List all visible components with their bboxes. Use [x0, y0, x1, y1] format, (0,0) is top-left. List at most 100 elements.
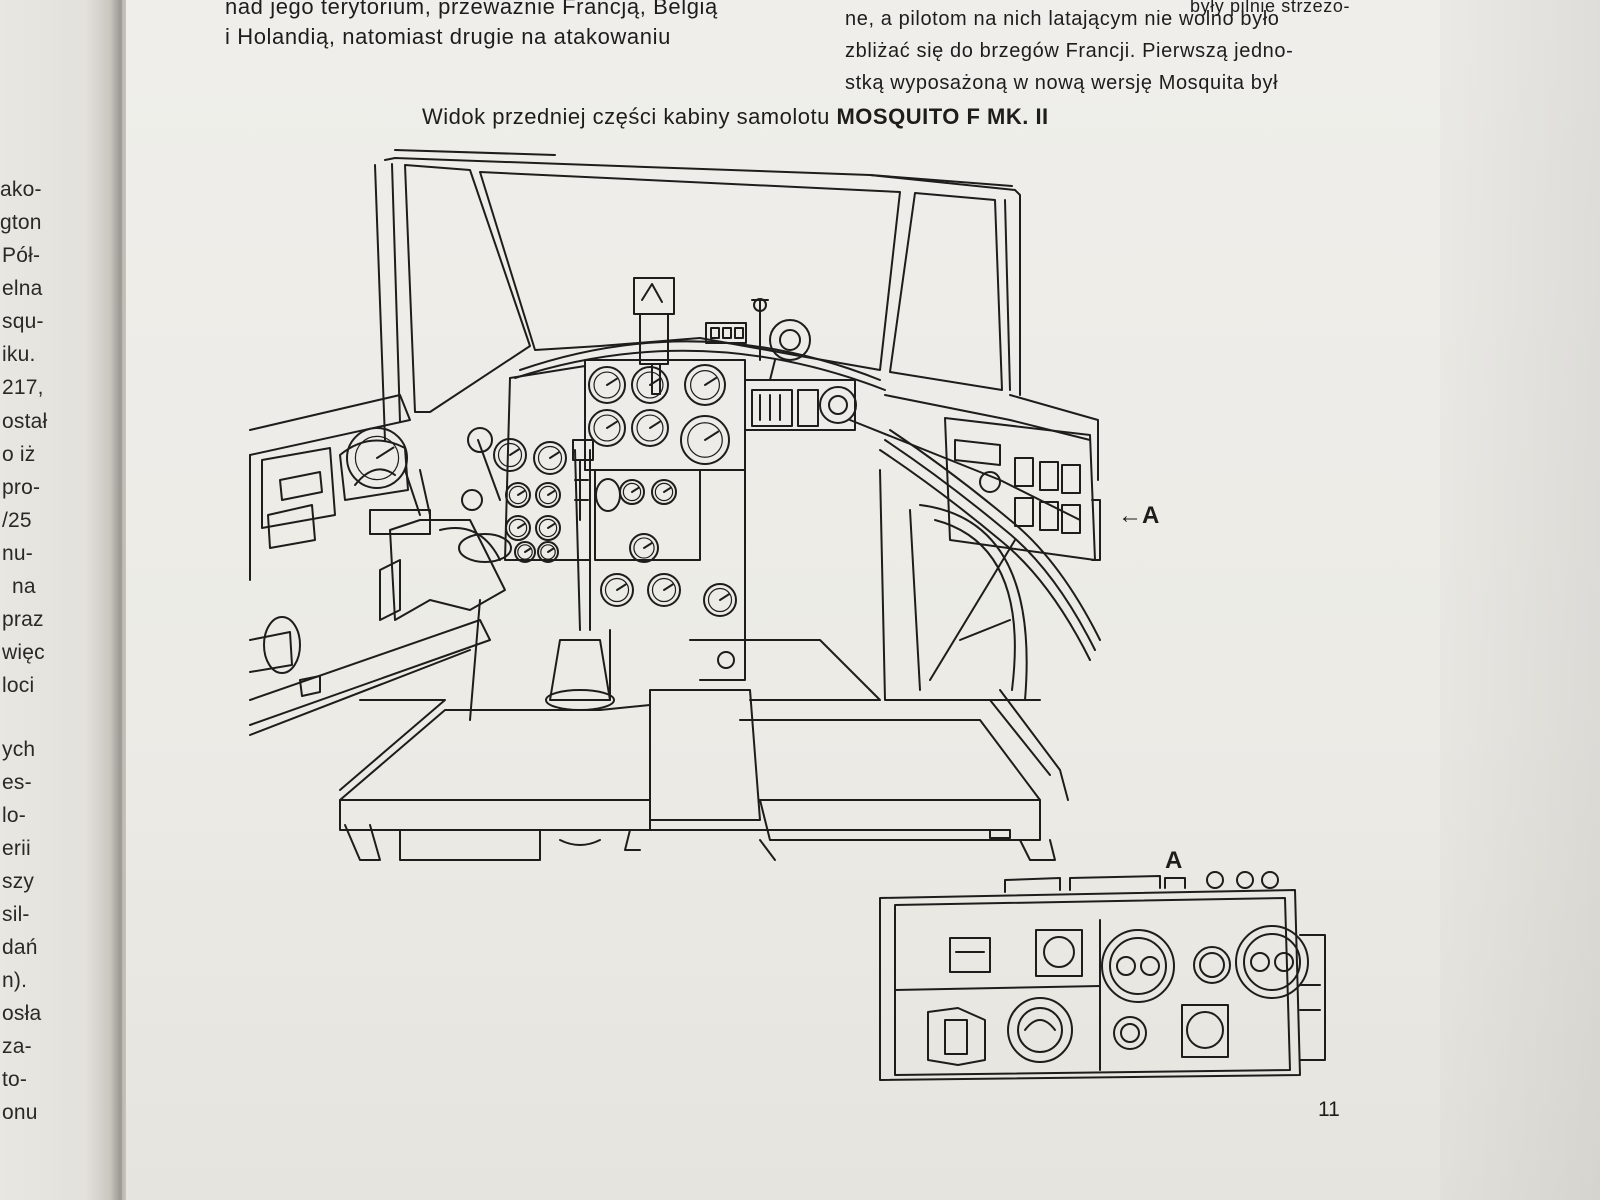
gauge-bezel [508, 518, 528, 538]
gauge-dial [535, 482, 561, 508]
gauge-bezel [508, 485, 528, 505]
gauge-bezel [622, 482, 642, 502]
gauge-dial [537, 541, 559, 563]
side-control-box [879, 417, 1101, 661]
left-page-fragment: es- [2, 771, 32, 794]
gauge-needle [631, 486, 640, 493]
left-page-fragment: squ- [2, 310, 44, 333]
detail-panel-a [879, 871, 1326, 1081]
gauge-dial [346, 427, 408, 489]
gauge-needle [547, 522, 556, 529]
gauge-bezel [517, 544, 533, 560]
canopy-frame [374, 149, 1021, 441]
gauge-dial [533, 441, 567, 475]
caption-aircraft-name: MOSQUITO F MK. II [836, 104, 1049, 129]
gauge-bezel [636, 414, 664, 442]
gauge-needle [376, 446, 395, 459]
seats [339, 599, 1056, 861]
detail-label-a: A [1165, 847, 1183, 874]
gauge-dial [535, 515, 561, 541]
book-gutter [110, 0, 130, 1200]
gauge-needle [649, 377, 661, 386]
instrument-dials [346, 364, 737, 669]
gauge-needle [509, 448, 520, 456]
gauge-bezel [636, 371, 664, 399]
gauge-bezel [687, 422, 723, 458]
caption-prefix: Widok przedniej części kabiny samolotu [422, 104, 830, 129]
gauge-dial [600, 573, 634, 607]
left-page-fragment: to- [2, 1068, 28, 1091]
gauge-needle [547, 547, 555, 553]
left-page-fragment: loci [2, 674, 35, 697]
left-page-fragment: n). [2, 969, 28, 992]
gauge-dial [647, 573, 681, 607]
left-page-fragment: dań [2, 936, 38, 959]
left-page-fragment: sil- [2, 903, 30, 926]
figure-caption: Widok przedniej części kabiny samolotu M… [422, 104, 1049, 130]
gauge-needle [704, 377, 717, 386]
left-page-fragment: na [12, 575, 36, 598]
gauge-bezel [633, 537, 655, 559]
left-page-fragment: praz [2, 608, 44, 631]
gauge-dial [505, 482, 531, 508]
gauge-bezel [689, 370, 720, 401]
gauge-needle [517, 489, 526, 496]
throttle-quadrant [339, 427, 512, 621]
left-page-fragment: pro- [2, 476, 41, 499]
gauge-needle [549, 451, 560, 459]
gunsight [633, 277, 675, 395]
gauge-needle [663, 486, 672, 493]
left-page-fragment: ych [2, 738, 36, 761]
gauge-dial [505, 515, 531, 541]
gauge-needle [547, 489, 556, 496]
gauge-dial [717, 651, 735, 669]
left-page-fragment: szy [2, 870, 35, 893]
col2-top-fragment: były pilnie strzeżo- [1190, 0, 1351, 16]
switch-block [751, 386, 857, 427]
top-switch-panel [705, 298, 811, 381]
left-page-fragment: erii [2, 837, 31, 860]
gauge-bezel [707, 587, 733, 613]
gauge-dial [703, 583, 737, 617]
gauge-bezel [540, 544, 556, 560]
left-page-fragment: gton [0, 211, 42, 234]
left-page-fragment: iku. [2, 343, 36, 366]
gauge-needle [606, 420, 618, 429]
gauge-dial [493, 438, 527, 472]
col1-line-1: nad jego terytorium, przeważnie Francją,… [225, 0, 718, 19]
left-page-fragment: więc [2, 641, 45, 664]
left-page-fragment: za- [2, 1035, 32, 1058]
gauge-needle [517, 522, 526, 529]
gauge-bezel [651, 577, 677, 603]
gauge-needle [616, 583, 627, 591]
pointer-label-a: ←A [1118, 502, 1160, 529]
gauge-dial [514, 541, 536, 563]
gauge-dial [651, 479, 677, 505]
page-edge-shadow [1440, 0, 1600, 1200]
gauge-needle [649, 420, 661, 429]
gauge-bezel [604, 577, 630, 603]
gauge-needle [643, 542, 653, 549]
left-page-fragment: osła [2, 1002, 42, 1025]
left-page-fragment: ostał [2, 410, 48, 433]
left-page-fragment: ako- [0, 178, 42, 201]
gauge-needle [704, 430, 720, 441]
control-column [545, 439, 621, 711]
gauge-needle [606, 377, 618, 386]
gauge-dial [629, 533, 659, 563]
right-page [126, 0, 1600, 1200]
gauge-dial [588, 409, 626, 447]
left-page-fragment: o iż [2, 443, 36, 466]
left-page-fragment: Pół- [2, 244, 41, 267]
gauge-bezel [654, 482, 674, 502]
left-page-fragment: elna [2, 277, 43, 300]
gauge-bezel [537, 445, 563, 471]
gauge-bezel [354, 435, 400, 481]
gauge-needle [719, 593, 730, 601]
col1-line-2: i Holandią, natomiast drugie na atakowan… [225, 24, 671, 49]
left-page-fragment: onu [2, 1101, 38, 1124]
left-page-fragment: lo- [2, 804, 26, 827]
gauge-bezel [593, 414, 621, 442]
